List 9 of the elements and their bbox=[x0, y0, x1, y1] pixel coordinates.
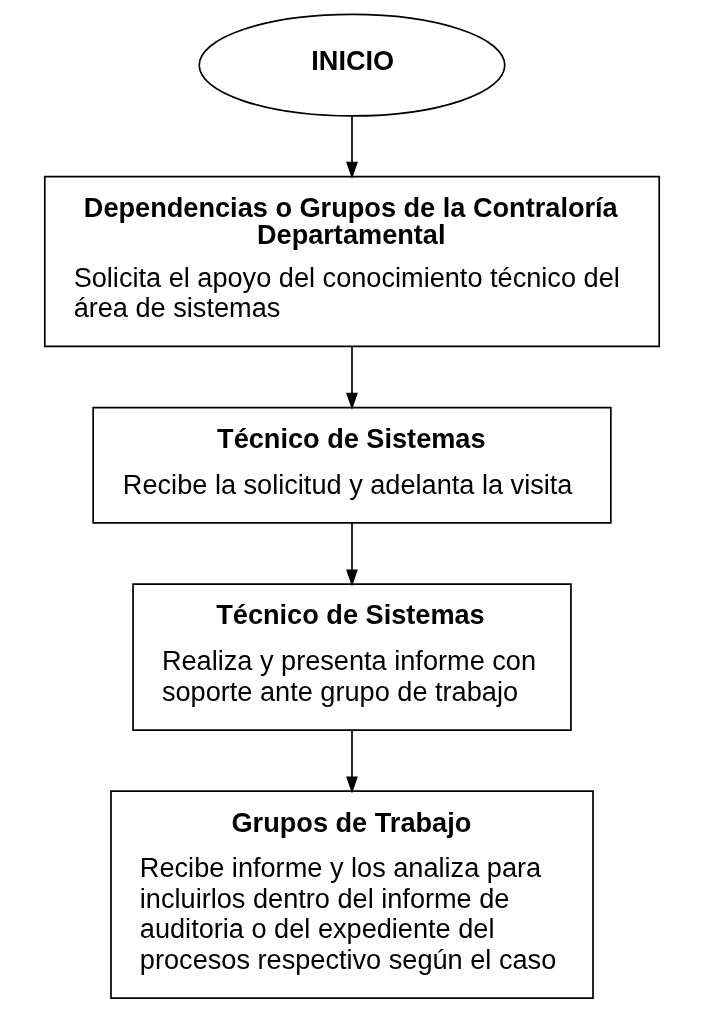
arrow bbox=[345, 345, 358, 410]
node-box: Dependencias o Grupos de la Contraloría Departamental Solicita el apoyo del conocimiento técnico del área de sistemas bbox=[43, 175, 660, 348]
arrow bbox=[345, 115, 358, 179]
node-ellipse: INICIO bbox=[197, 13, 506, 117]
node-box: Técnico de Sistemas Recibe la solicitud y adelanta la visita bbox=[91, 406, 612, 524]
node-box: Técnico de Sistemas Realiza y presenta informe con soporte ante grupo de trabajo bbox=[131, 583, 572, 731]
arrow bbox=[345, 522, 358, 587]
arrow bbox=[345, 729, 358, 794]
node-box: Grupos de Trabajo Recibe informe y los analiza para incluirlos dentro del informe de auditoria o del expediente del procesos respectivo según el caso bbox=[109, 790, 594, 1000]
